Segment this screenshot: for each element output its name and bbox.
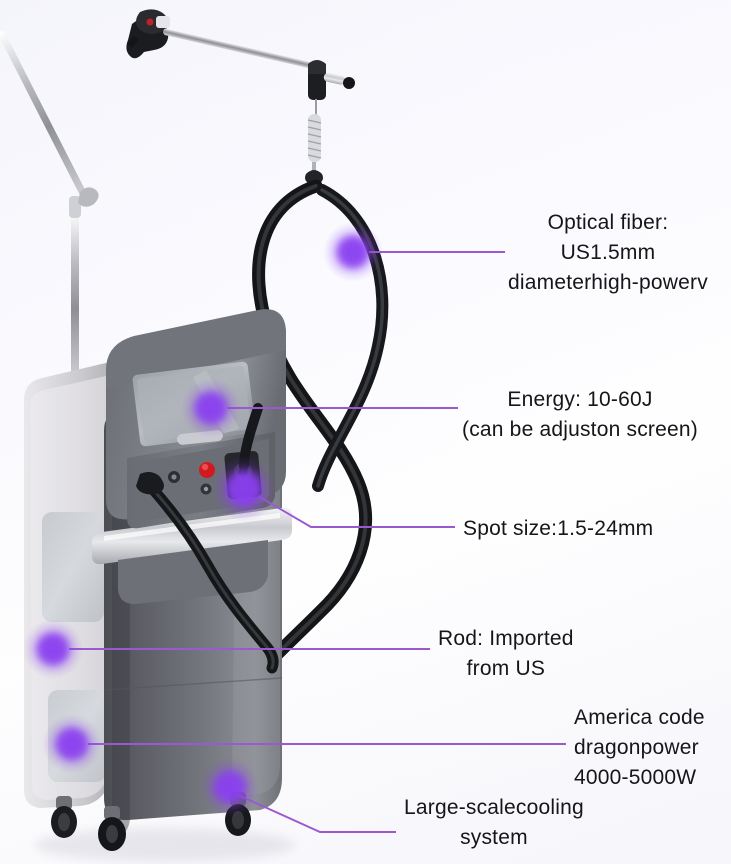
callout-text-line: (can be adjuston screen) bbox=[462, 417, 698, 441]
callout-dot[interactable] bbox=[56, 728, 88, 760]
caster-wheels bbox=[51, 792, 251, 851]
callout-text-line: Optical fiber: bbox=[547, 211, 669, 234]
callout-text-line: America code bbox=[574, 706, 705, 729]
chassis-side-panel bbox=[24, 362, 110, 808]
callout-rod-imported bbox=[23, 619, 430, 679]
callout-text-line: system bbox=[460, 825, 528, 849]
callout-text-line: dragonpower bbox=[574, 735, 699, 759]
callout-text-line: Spot size:1.5-24mm bbox=[463, 517, 654, 540]
callout-dot[interactable] bbox=[195, 392, 227, 424]
spring-balancer bbox=[305, 114, 323, 186]
arm-joint-head bbox=[126, 9, 170, 59]
callout-text-line: Energy: 10-60J bbox=[507, 388, 653, 411]
callout-text-line: US1.5mm bbox=[560, 240, 656, 264]
callout-energy bbox=[181, 378, 458, 438]
side-panel-window bbox=[42, 512, 104, 622]
callout-label-energy: Energy: 10-60J (can be adjuston screen) bbox=[462, 385, 698, 445]
articulated-arm bbox=[0, 9, 355, 390]
callout-dot[interactable] bbox=[37, 633, 69, 665]
callout-label-spot-size: Spot size:1.5-24mm bbox=[463, 514, 653, 544]
arm-elbow-joint bbox=[308, 60, 355, 100]
callout-leader-line bbox=[257, 495, 455, 528]
callout-label-america-code: America code dragonpower 4000-5000W bbox=[574, 703, 705, 792]
callout-text-line: 4000-5000W bbox=[574, 765, 697, 789]
callout-label-optical-fiber: Optical fiber: US1.5mm diameterhigh-powerv bbox=[508, 208, 708, 297]
callout-leader-line bbox=[237, 794, 396, 833]
callout-optical-fiber bbox=[323, 222, 505, 282]
callout-dot[interactable] bbox=[214, 771, 246, 803]
callout-america-code-dragonpower bbox=[42, 714, 566, 774]
callout-text-line: diameterhigh-powerv bbox=[508, 270, 708, 294]
callout-label-rod: Rod: Imported from US bbox=[438, 624, 574, 684]
callout-text-line: from US bbox=[466, 656, 546, 680]
callout-text-line: Large-scalecooling bbox=[404, 796, 584, 819]
callout-spot-size bbox=[211, 456, 455, 528]
callout-text-line: Rod: Imported bbox=[438, 627, 574, 650]
callout-dot[interactable] bbox=[226, 471, 262, 507]
callout-dot[interactable] bbox=[337, 236, 369, 268]
callout-large-scale-cooling-system bbox=[200, 757, 396, 833]
callout-label-cooling: Large-scalecooling system bbox=[404, 793, 584, 853]
